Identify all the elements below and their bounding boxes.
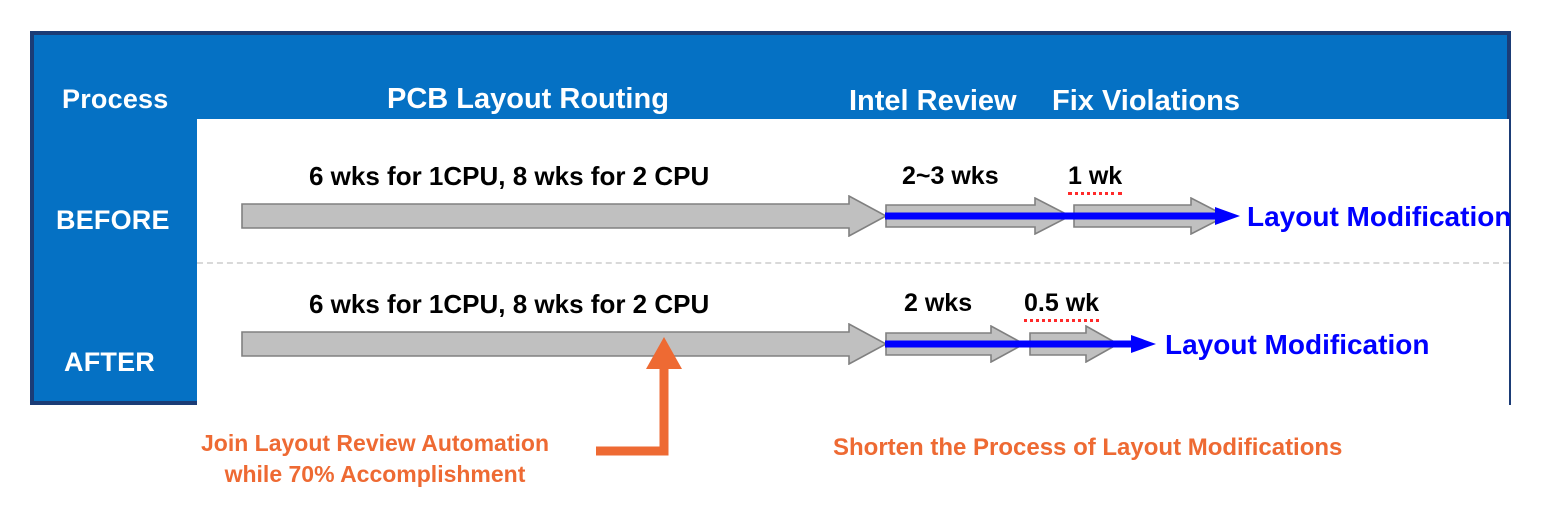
timeline-content-panel: 6 wks for 1CPU, 8 wks for 2 CPU 2~3 wks … xyxy=(197,119,1512,405)
callout-connector-arrow xyxy=(596,337,682,456)
after-layout-modification-arrow xyxy=(885,335,1156,353)
before-layout-modification-arrow xyxy=(885,207,1240,225)
callout-left-text: Join Layout Review Automation while 70% … xyxy=(173,428,577,490)
row-label-after: AFTER xyxy=(64,347,155,377)
before-review-duration-label: 2~3 wks xyxy=(902,162,999,190)
timeline-row-after: 6 wks for 1CPU, 8 wks for 2 CPU 2 wks 0.… xyxy=(197,262,1509,405)
before-fix-duration-label: 1 wk xyxy=(1068,162,1123,195)
after-fix-duration-label: 0.5 wk xyxy=(1024,289,1100,322)
stage-title-fix-violations: Fix Violations xyxy=(1052,85,1241,117)
after-routing-duration-label: 6 wks for 1CPU, 8 wks for 2 CPU xyxy=(309,289,710,319)
after-review-duration-label: 2 wks xyxy=(904,289,973,317)
before-outcome-label: Layout Modification xyxy=(1247,201,1512,232)
after-outcome-label: Layout Modification xyxy=(1165,329,1430,360)
stage-title-intel-review: Intel Review xyxy=(849,85,1017,117)
timeline-row-before: 6 wks for 1CPU, 8 wks for 2 CPU 2~3 wks … xyxy=(197,119,1512,262)
before-routing-arrow xyxy=(241,195,887,237)
after-routing-arrow xyxy=(241,323,887,365)
process-column-title: Process xyxy=(62,84,169,114)
stage-title-pcb-layout-routing: PCB Layout Routing xyxy=(387,83,669,115)
callout-right-text: Shorten the Process of Layout Modificati… xyxy=(833,434,1343,461)
callout-left-line1: Join Layout Review Automation xyxy=(200,430,549,456)
process-column: Process BEFORE AFTER xyxy=(34,35,194,401)
row-label-before: BEFORE xyxy=(56,205,170,235)
before-routing-duration-label: 6 wks for 1CPU, 8 wks for 2 CPU xyxy=(309,161,710,191)
process-comparison-panel: Process BEFORE AFTER PCB Layout Routing … xyxy=(30,31,1511,405)
row-divider xyxy=(197,262,1509,264)
callout-left-line2: while 70% Accomplishment xyxy=(224,461,526,487)
